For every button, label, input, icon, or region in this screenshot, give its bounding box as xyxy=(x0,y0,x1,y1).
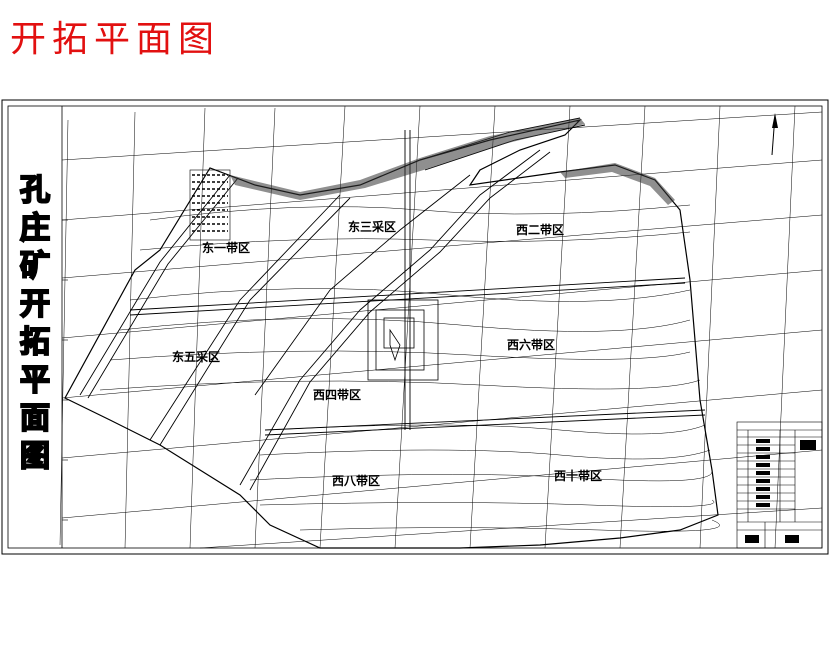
field-boundary xyxy=(64,118,719,549)
axis-ticks xyxy=(62,219,68,521)
zone-label-west-4: 西四带区 xyxy=(313,387,361,402)
zone-label-west-2: 西二带区 xyxy=(516,222,564,237)
side-title-char: 开 xyxy=(19,286,51,323)
coordinate-grid xyxy=(59,105,823,549)
zone-label-east-1: 东一带区 xyxy=(202,240,250,255)
side-title: 孔 庄 矿 开 拓 平 面 图 xyxy=(18,172,52,476)
zone-label-west-6: 西六带区 xyxy=(507,337,555,352)
zone-label-west-8: 西八带区 xyxy=(332,473,380,488)
side-title-char: 孔 xyxy=(19,172,51,209)
legend-table xyxy=(736,421,823,549)
contour-lines xyxy=(99,204,720,532)
outcrop-hatching xyxy=(189,118,675,241)
side-title-char: 拓 xyxy=(19,324,51,361)
side-title-char: 平 xyxy=(19,362,51,399)
side-title-char: 图 xyxy=(19,438,51,475)
outer-frame xyxy=(1,99,829,555)
side-title-char: 面 xyxy=(19,400,51,437)
side-title-char: 庄 xyxy=(19,210,51,247)
zone-label-east-5: 东五采区 xyxy=(172,349,220,364)
north-arrow xyxy=(771,113,778,156)
industrial-square xyxy=(367,299,439,381)
legend-symbols xyxy=(745,439,816,543)
page-title: 开拓平面图 xyxy=(10,19,221,60)
zone-label-east-3: 东三采区 xyxy=(348,219,396,234)
side-title-char: 矿 xyxy=(19,248,51,285)
roadways xyxy=(79,117,706,491)
zone-label-west-10: 西十带区 xyxy=(554,468,602,483)
